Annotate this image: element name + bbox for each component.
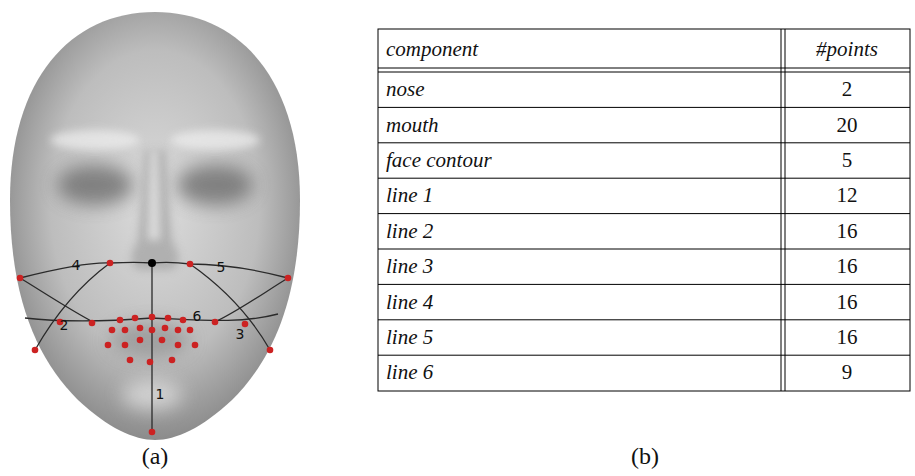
landmark-dot bbox=[159, 337, 166, 344]
landmark-dot bbox=[165, 315, 172, 322]
landmark-dot bbox=[267, 347, 274, 354]
landmark-dot bbox=[109, 327, 116, 334]
table-cell: 16 bbox=[837, 221, 858, 242]
table-cell: line 1 bbox=[386, 185, 433, 206]
landmark-dot bbox=[149, 327, 156, 334]
callout-number: 1 bbox=[156, 387, 165, 401]
table-lines bbox=[378, 29, 910, 391]
landmark-dot bbox=[285, 275, 292, 282]
row-line bbox=[378, 142, 910, 143]
subfigure-label: (b) bbox=[631, 444, 659, 468]
landmark-points bbox=[17, 260, 292, 436]
table-cell: nose bbox=[386, 79, 425, 100]
table-header: component bbox=[386, 39, 478, 60]
landmark-dot bbox=[187, 327, 194, 334]
landmark-dot bbox=[147, 359, 154, 366]
table-cell: 20 bbox=[837, 115, 858, 136]
table-cell: 16 bbox=[837, 292, 858, 313]
callout-number: 4 bbox=[72, 258, 81, 272]
landmark-dot bbox=[137, 337, 144, 344]
table-cell: line 6 bbox=[386, 362, 433, 383]
nose-point bbox=[148, 259, 156, 267]
row-line bbox=[378, 107, 910, 108]
table-cell: line 3 bbox=[386, 256, 433, 277]
landmark-dot bbox=[117, 317, 124, 324]
landmark-dot bbox=[122, 327, 129, 334]
measurement-lines bbox=[20, 262, 288, 432]
landmark-dot bbox=[122, 342, 129, 349]
table-cell: 2 bbox=[842, 79, 853, 100]
callout-number: 6 bbox=[193, 309, 202, 323]
table-cell: 12 bbox=[837, 185, 858, 206]
landmark-dot bbox=[212, 319, 219, 326]
landmark-dot bbox=[149, 314, 156, 321]
landmark-dot bbox=[17, 275, 24, 282]
row-line bbox=[378, 355, 910, 356]
table-cell: 5 bbox=[842, 150, 853, 171]
landmark-dot bbox=[32, 347, 39, 354]
landmark-dot bbox=[169, 357, 176, 364]
table-cell: 16 bbox=[837, 256, 858, 277]
landmark-dot bbox=[127, 357, 134, 364]
landmark-dot bbox=[105, 342, 112, 349]
table-header: #points bbox=[816, 39, 878, 60]
table-cell: mouth bbox=[386, 115, 439, 136]
landmark-dot bbox=[192, 342, 199, 349]
landmark-dot bbox=[89, 320, 96, 327]
landmark-dot bbox=[175, 327, 182, 334]
face-shading bbox=[50, 130, 260, 410]
landmark-dot bbox=[132, 315, 139, 322]
table-row-lines bbox=[378, 107, 910, 355]
row-line bbox=[378, 284, 910, 285]
head-outline bbox=[10, 12, 300, 440]
landmark-dot bbox=[162, 325, 169, 332]
landmark-dot bbox=[137, 325, 144, 332]
row-line bbox=[378, 319, 910, 320]
table-cell: face contour bbox=[386, 150, 492, 171]
callout-number: 5 bbox=[217, 260, 226, 274]
subfigure-label: (a) bbox=[142, 444, 169, 468]
landmark-dot bbox=[180, 317, 187, 324]
landmark-dot bbox=[107, 260, 114, 267]
callout-number: 2 bbox=[60, 318, 69, 332]
table-cell: 9 bbox=[842, 362, 853, 383]
landmark-dot bbox=[187, 261, 194, 268]
row-line bbox=[378, 178, 910, 179]
landmark-dot bbox=[149, 429, 156, 436]
table-cell: line 5 bbox=[386, 327, 433, 348]
table-cell: line 2 bbox=[386, 221, 433, 242]
landmark-dot bbox=[175, 342, 182, 349]
table-cell: line 4 bbox=[386, 292, 433, 313]
row-line bbox=[378, 213, 910, 214]
table-cell: 16 bbox=[837, 327, 858, 348]
callout-number: 3 bbox=[236, 327, 245, 341]
row-line bbox=[378, 249, 910, 250]
